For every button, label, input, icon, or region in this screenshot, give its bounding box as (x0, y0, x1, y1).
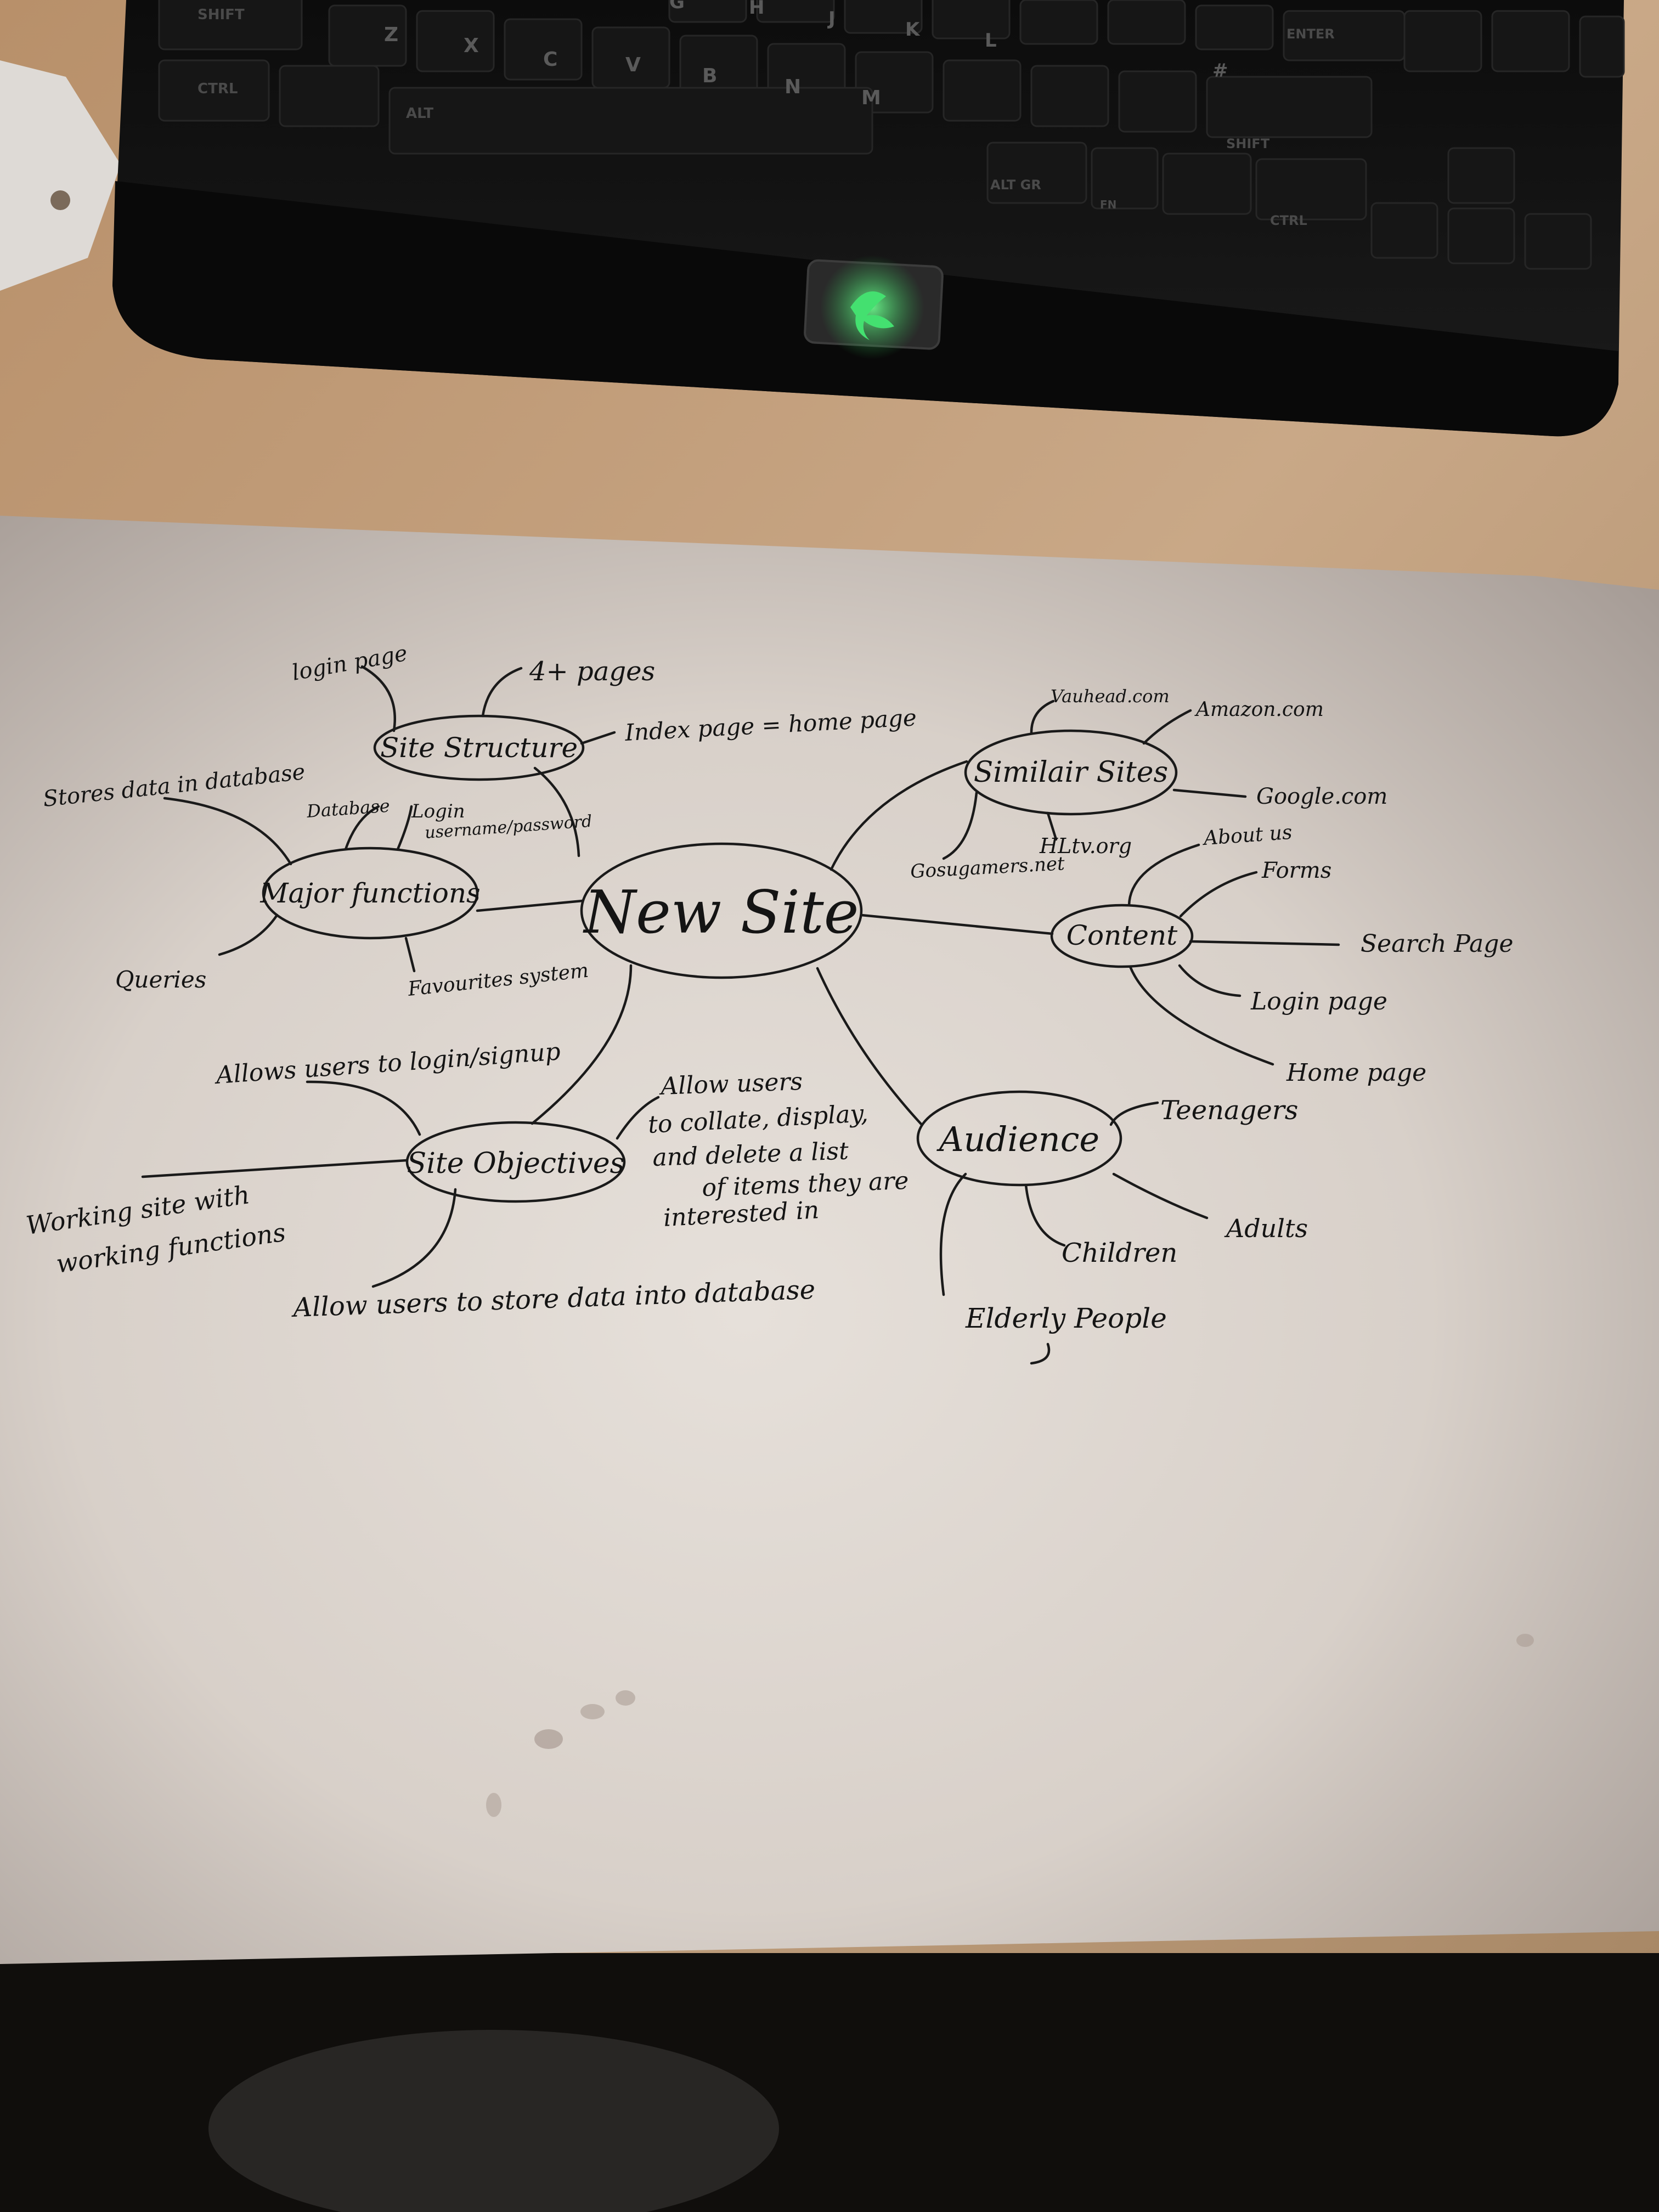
leaf-hltv: HLtv.org (1039, 834, 1132, 858)
keyboard: SHIFT CTRL ALT Z X C V B N M G H J K L E… (112, 0, 1625, 437)
leaf-adults: Adults (1224, 1214, 1308, 1243)
key-b[interactable]: B (702, 65, 717, 87)
center-bubble (580, 842, 863, 979)
paper-stain (616, 1690, 635, 1706)
similar-sites-label: Similair Sites (974, 756, 1168, 789)
site-objectives-bubble (405, 1121, 626, 1203)
key-alt-left[interactable]: ALT (406, 105, 433, 122)
key-z[interactable]: Z (384, 24, 398, 46)
paper-stain (534, 1729, 563, 1749)
key-c[interactable]: C (543, 48, 557, 71)
leaf-4-pages: 4+ pages (529, 656, 655, 687)
site-structure-bubble (373, 714, 585, 781)
key-ctrl-right[interactable]: CTRL (1270, 213, 1307, 228)
content-bubble (1050, 904, 1194, 968)
center-node-label: New Site (582, 878, 859, 947)
key-g[interactable]: G (669, 0, 685, 13)
leaf-elderly-people: Elderly People (965, 1302, 1167, 1334)
key-alt-gr[interactable]: ALT GR (990, 177, 1041, 193)
leaf-teenagers: Teenagers (1160, 1095, 1298, 1126)
paper-stain (580, 1704, 605, 1719)
keyboard-keys (158, 0, 1625, 270)
key-x[interactable]: X (464, 35, 479, 57)
paper-stain (1516, 1634, 1534, 1647)
audience-bubble (916, 1090, 1122, 1187)
key-hash[interactable]: # (1212, 60, 1228, 82)
key-shift-left[interactable]: SHIFT (198, 7, 245, 23)
key-v[interactable]: V (625, 54, 641, 76)
key-fn[interactable]: FN (1100, 198, 1116, 211)
leaf-children: Children (1062, 1238, 1177, 1268)
leaf-home-page: Home page (1286, 1059, 1426, 1087)
key-l[interactable]: L (985, 30, 997, 52)
leaf-amazon: Amazon.com (1194, 698, 1324, 721)
key-k[interactable]: K (905, 19, 921, 41)
notebook-corner (0, 60, 121, 291)
leaf-login-page-content: Login page (1250, 988, 1387, 1015)
grey-fabric-patch (208, 2030, 779, 2212)
leaf-forms: Forms (1261, 858, 1331, 883)
key-ctrl-left[interactable]: CTRL (198, 81, 238, 97)
content-label: Content (1066, 919, 1178, 951)
key-enter[interactable]: ENTER (1286, 26, 1335, 42)
notebook-hole (50, 190, 70, 210)
site-objectives-label: Site Objectives (407, 1147, 625, 1180)
razer-snake-logo-icon (850, 291, 894, 340)
similar-sites-bubble (964, 729, 1178, 816)
key-n[interactable]: N (785, 76, 801, 98)
leaf-login: Login (411, 800, 465, 822)
leaf-allow-users-1: Allow users (658, 1068, 803, 1101)
site-structure-label: Site Structure (380, 732, 578, 764)
leaf-search-page: Search Page (1361, 930, 1513, 958)
key-shift-right[interactable]: SHIFT (1226, 136, 1270, 151)
key-j[interactable]: J (827, 8, 836, 30)
major-functions-label: Major functions (259, 877, 480, 909)
paper-sheet (0, 516, 1659, 1964)
key-m[interactable]: M (861, 87, 881, 109)
leaf-google: Google.com (1256, 784, 1387, 809)
key-h[interactable]: H (749, 0, 764, 19)
paper-stain (486, 1793, 501, 1817)
major-functions-bubble (262, 847, 479, 940)
leaf-allow-users-3: and delete a list (652, 1137, 849, 1172)
audience-label: Audience (936, 1119, 1099, 1159)
leaf-vauhead: Vauhead.com (1051, 686, 1170, 707)
leaf-queries: Queries (115, 966, 206, 993)
